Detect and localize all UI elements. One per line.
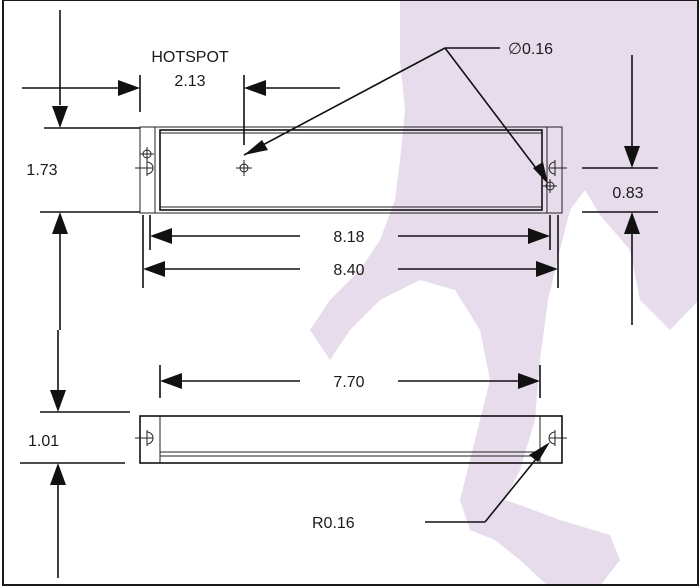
side-view-part xyxy=(135,415,567,464)
dimension-view-spacing xyxy=(40,330,130,413)
inner-width-value: 8.18 xyxy=(333,229,364,246)
side-height-value: 1.01 xyxy=(28,433,59,450)
hole-diameter-value: ∅0.16 xyxy=(508,41,553,58)
top-view-part xyxy=(135,126,567,214)
dimension-hotspot: HOTSPOT 2.13 xyxy=(22,49,340,145)
watermark-horse xyxy=(310,0,699,586)
dimension-side-height: 1.01 xyxy=(20,433,125,578)
dimension-overall-width: 8.40 xyxy=(142,215,559,288)
overall-width-value: 8.40 xyxy=(333,262,364,279)
dimension-slot-radius: R0.16 xyxy=(312,442,550,532)
body-height-top-value: 1.73 xyxy=(26,162,57,179)
dimension-side-width: 7.70 xyxy=(159,365,541,398)
hotspot-offset-value: 2.13 xyxy=(174,73,205,90)
side-width-value: 7.70 xyxy=(333,374,364,391)
dimension-inner-width: 8.18 xyxy=(149,215,551,250)
mount-hole-offset-value: 0.83 xyxy=(612,185,643,202)
slot-radius-value: R0.16 xyxy=(312,515,355,532)
dimension-body-height-top: 1.73 xyxy=(26,10,140,330)
dimension-mount-hole-offset: 0.83 xyxy=(582,55,658,325)
hotspot-label: HOTSPOT xyxy=(151,49,229,66)
dimension-hole-diameter: ∅0.16 xyxy=(243,41,553,184)
